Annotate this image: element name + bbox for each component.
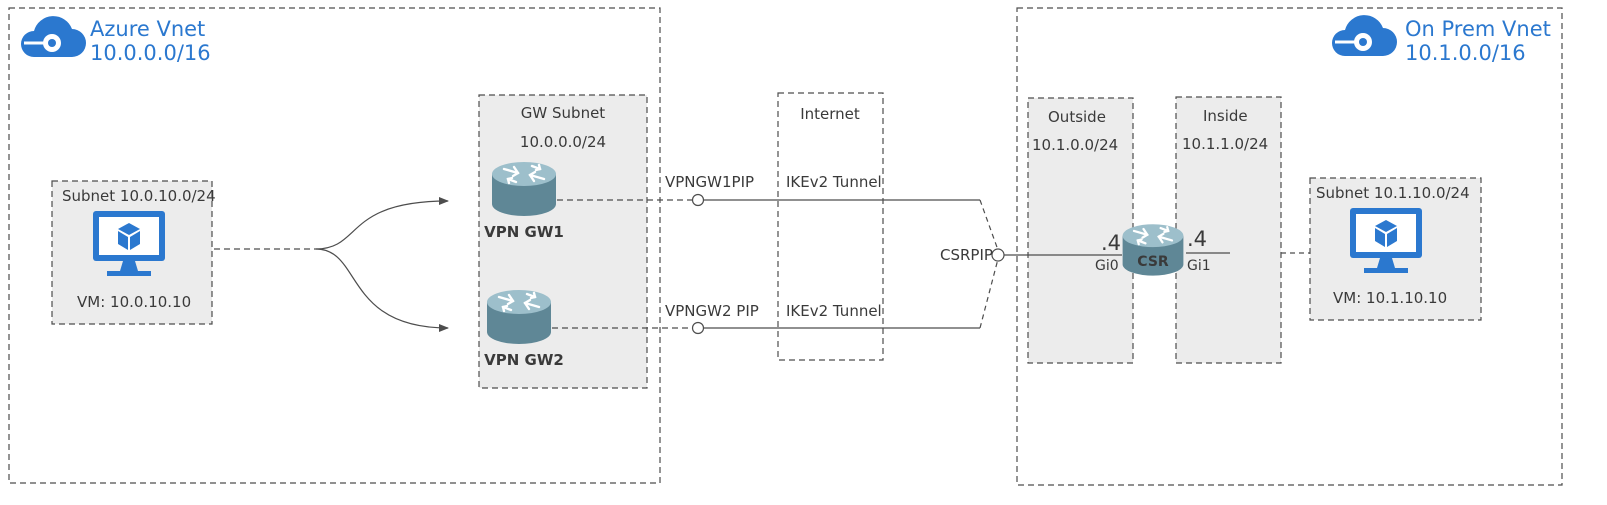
- internet-box: [777, 92, 884, 361]
- branch-to-gw2-link: [315, 248, 449, 332]
- vpngw1-pip-endpoint: [691, 193, 705, 207]
- azure-vnet-cidr: 10.0.0.0/16: [90, 41, 211, 65]
- gw-subnet-cidr: 10.0.0.0/24: [520, 133, 606, 151]
- onprem-vm-label: VM: 10.1.10.10: [1333, 289, 1447, 307]
- azure-vm-label: VM: 10.0.10.10: [77, 293, 191, 311]
- gw-subnet-label: GW Subnet: [521, 104, 606, 122]
- outside-cidr: 10.1.0.0/24: [1032, 136, 1118, 154]
- onprem-vnet-boundary: [1016, 7, 1563, 486]
- cloud-icon: [19, 14, 88, 59]
- cloud-icon: [1330, 13, 1399, 58]
- onprem-vnet-title: On Prem Vnet: [1405, 17, 1551, 41]
- router-icon: [485, 288, 553, 346]
- tunnel2-label: IKEv2 Tunnel: [786, 302, 882, 320]
- vpngw2-pip-label: VPNGW2 PIP: [665, 302, 759, 320]
- azure-vnet-title: Azure Vnet: [90, 17, 205, 41]
- csr-pip-label: CSRPIP: [940, 246, 993, 264]
- csr-gi0-label: Gi0: [1095, 258, 1119, 274]
- tunnel1-to-csrpip: [979, 199, 999, 251]
- onprem-vnet-cidr: 10.1.0.0/16: [1405, 41, 1526, 65]
- azure-subnet-label: Subnet 10.0.10.0/24: [62, 187, 216, 205]
- vpn-gw2-label: VPN GW2: [484, 351, 564, 369]
- tunnel1-label: IKEv2 Tunnel: [786, 173, 882, 191]
- tunnel2-to-csrpip: [979, 258, 999, 329]
- csr-host-right: .4: [1187, 227, 1207, 251]
- internet-label: Internet: [800, 105, 860, 123]
- branch-to-gw1-link: [315, 197, 449, 250]
- inside-cidr: 10.1.1.0/24: [1182, 135, 1268, 153]
- inside-subnet-box: [1175, 96, 1282, 364]
- onprem-subnet-label: Subnet 10.1.10.0/24: [1316, 184, 1470, 202]
- csr-host-left: .4: [1101, 231, 1121, 255]
- csr-label: CSR: [1137, 254, 1169, 270]
- csr-pip-endpoint: [991, 248, 1005, 262]
- router-icon: [490, 160, 558, 218]
- outside-subnet-box: [1027, 97, 1134, 364]
- outside-label: Outside: [1048, 108, 1106, 126]
- vpngw1-pip-label: VPNGW1PIP: [665, 173, 754, 191]
- inside-label: Inside: [1203, 107, 1248, 125]
- vpngw2-pip-endpoint: [691, 321, 705, 335]
- vpn-gw1-label: VPN GW1: [484, 223, 564, 241]
- csr-gi1-label: Gi1: [1187, 258, 1211, 274]
- azure-vnet-boundary: [8, 7, 661, 484]
